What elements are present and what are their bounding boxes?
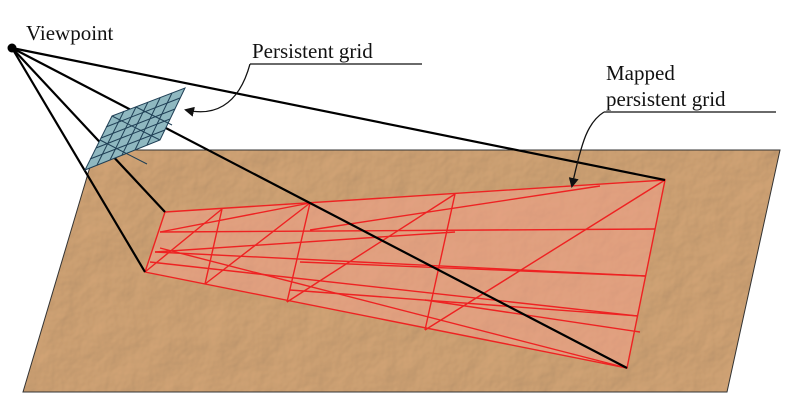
ray-to-far-right-corner [11, 46, 666, 182]
mapped-grid-row-line [149, 261, 639, 317]
persistent-grid-leader-arrow [184, 63, 251, 117]
mapped-grid-diagonal-line [424, 179, 666, 331]
persistent-grid-column-line [134, 97, 161, 151]
mapped-grid-row-line [159, 228, 656, 233]
viewpoint-label: Viewpoint [26, 21, 114, 45]
mapped-label-line1: Mapped [606, 61, 675, 85]
persistent-grid [83, 87, 186, 171]
mapped-grid-diagonal-line [144, 208, 223, 273]
mapped-grid-lines [144, 179, 666, 369]
projection-rays [11, 46, 666, 369]
mapped-grid-diagonal-line [159, 247, 628, 369]
mapped-label-line2: persistent grid [606, 87, 726, 111]
ray-to-near-left-corner [11, 47, 146, 273]
mapped-grid-diagonal-line [154, 231, 456, 253]
mapped-grid-column-line [204, 208, 223, 285]
mapped-grid-diagonal-line [289, 289, 639, 317]
persistent-grid-diagonal-line [111, 115, 161, 141]
ray-to-far-left-corner [11, 47, 166, 213]
mapped-grid-diagonal-line [299, 261, 646, 277]
persistent-grid-diagonal-line [99, 139, 148, 165]
persistent-grid-lines [83, 87, 186, 171]
terrain-outline [22, 149, 781, 393]
persistent-grid-diagonal-line [135, 106, 173, 126]
viewpoint-dot [7, 43, 17, 53]
mapped-grid-diagonal-line [424, 299, 641, 333]
mapped-grid-diagonal-line [309, 185, 601, 231]
mapped-grid-column-line [424, 193, 456, 331]
persistent-grid-label: Persistent grid [252, 39, 373, 63]
mapped-grid-diagonal-line [159, 202, 311, 233]
ray-to-near-right-corner [11, 47, 628, 369]
persistent-grid-column-line [109, 106, 137, 161]
mapped-grid-diagonal-line [204, 202, 311, 285]
mapped-grid-leader-arrow [568, 111, 605, 188]
mapped-grid-column-line [286, 202, 311, 303]
